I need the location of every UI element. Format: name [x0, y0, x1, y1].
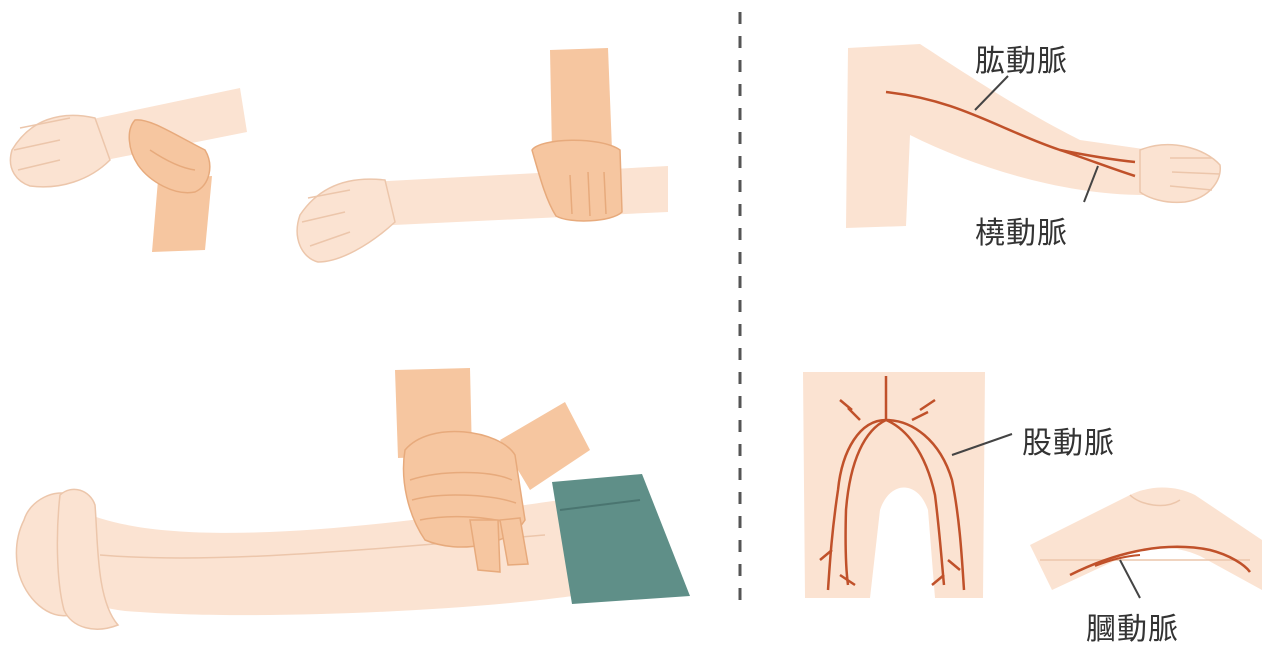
radial-artery-label: 橈動脈: [975, 208, 1068, 252]
leg-pulse-illustration: [16, 368, 690, 629]
brachial-artery-label: 肱動脈: [975, 36, 1068, 80]
popliteal-artery-label: 膕動脈: [1086, 604, 1179, 648]
femoral-arteries-illustration: [803, 372, 1012, 598]
knee-arteries-illustration: [1030, 488, 1262, 599]
wrist-pulse-front-illustration: [10, 88, 247, 252]
wrist-pulse-side-illustration: [297, 48, 668, 262]
popliteal-leader-line: [1120, 560, 1140, 598]
femoral-artery-label: 股動脈: [1022, 418, 1115, 462]
